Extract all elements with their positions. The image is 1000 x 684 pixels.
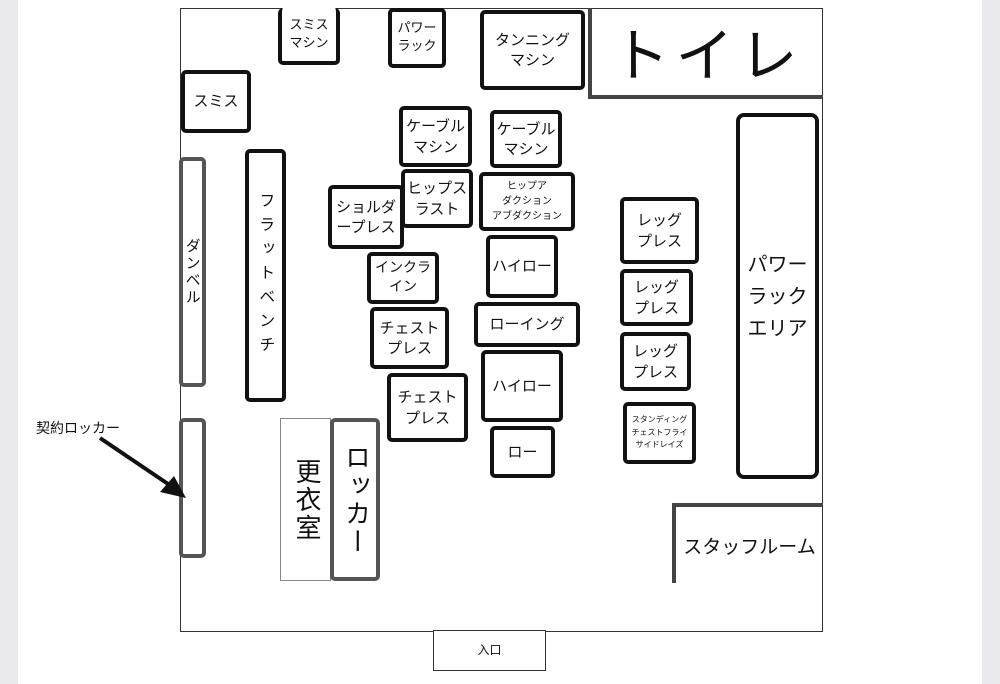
incline: インクラ イン bbox=[367, 252, 439, 304]
contract-locker bbox=[179, 418, 206, 558]
flat-bench: フラットベンチ bbox=[245, 149, 286, 402]
changing-room: 更衣室 bbox=[280, 418, 331, 581]
entrance: 入口 bbox=[433, 630, 546, 671]
power-rack-top: パワー ラック bbox=[388, 8, 446, 68]
toilet-label: トイレ bbox=[611, 22, 804, 90]
high-row-2: ハイロー bbox=[481, 350, 563, 422]
locker-room: ロッカー bbox=[330, 418, 380, 581]
standing-chest-fly: スタンディング チェストフライ サイドレイズ bbox=[623, 402, 696, 464]
low-row: ロー bbox=[490, 426, 555, 478]
staff-room-label: スタッフルーム bbox=[683, 535, 816, 558]
rowing: ローイング bbox=[474, 302, 580, 347]
shoulder-press: ショルダ ープレス bbox=[328, 185, 404, 249]
smith-machine-top: スミス マシン bbox=[278, 8, 340, 65]
tanning-machine: タンニング マシン bbox=[480, 10, 585, 90]
leg-press-3: レッグ プレス bbox=[620, 332, 691, 391]
high-row-1: ハイロー bbox=[486, 235, 558, 298]
power-rack-area: パワー ラック エリア bbox=[736, 113, 819, 479]
cable-machine-1: ケーブル マシン bbox=[399, 106, 472, 167]
arrow-icon bbox=[98, 436, 186, 498]
chest-press-1: チェスト プレス bbox=[370, 307, 449, 369]
cable-machine-2: ケーブル マシン bbox=[490, 110, 562, 168]
smith: スミス bbox=[181, 70, 251, 133]
leg-press-2: レッグ プレス bbox=[620, 269, 693, 326]
contract-locker-label: 契約ロッカー bbox=[36, 421, 120, 437]
hip-thrust: ヒップス ラスト bbox=[401, 169, 473, 228]
leg-press-1: レッグ プレス bbox=[620, 197, 699, 264]
hip-adduction-abduction: ヒップア ダクション アブダクション bbox=[479, 172, 575, 231]
toilet-room bbox=[588, 8, 823, 99]
dumbbell-rack: ダンベル bbox=[179, 157, 206, 387]
floor-plan-sheet: トイレ スタッフルーム 更衣室 ロッカー 入口 スミス マシン パワー ラック … bbox=[18, 0, 982, 684]
staff-room bbox=[672, 503, 823, 583]
chest-press-2: チェスト プレス bbox=[387, 373, 468, 442]
